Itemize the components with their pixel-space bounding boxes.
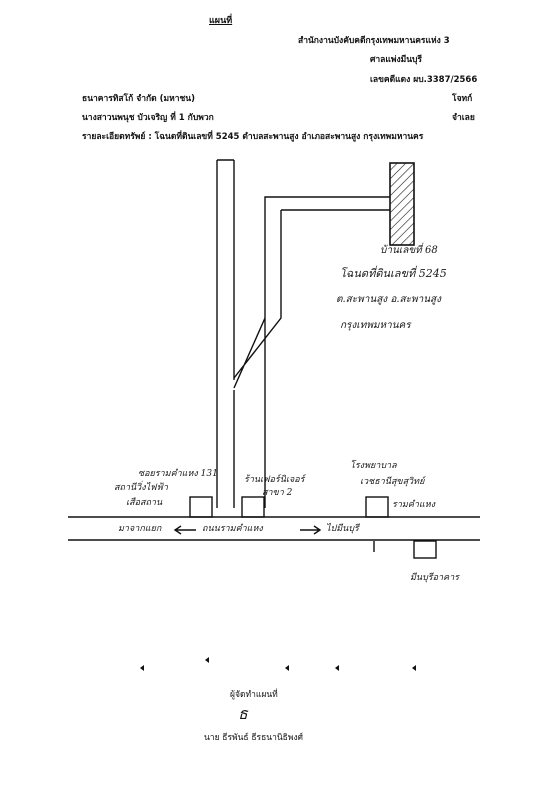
plaintiff-role: โจทก์ — [452, 94, 473, 104]
right-landmark-label-2: เวชธานีสุขสุวิทย์ — [360, 477, 425, 487]
left-landmark-label-1: ซอยรามคำแหง 131 — [138, 469, 218, 479]
branch-to-property — [264, 196, 390, 318]
right-landmark-label-1: โรงพยาบาล — [350, 461, 397, 471]
page-title: แผนที่ — [209, 16, 233, 26]
map-maker-label: ผู้จัดทำแผนที่ — [230, 690, 278, 700]
bottom-landmark-label: มีนบุรีอาคาร — [410, 573, 459, 583]
landmark-box-bottom — [413, 540, 437, 559]
defendant-name: นางสาวนพนุช บัวเจริญ ที่ 1 กับพวก — [82, 113, 214, 123]
property-details: รายละเอียดทรัพย์ : โฉนดที่ดินเลขที่ 5245… — [82, 132, 424, 142]
arrow-left — [173, 525, 196, 535]
road-label-mid: ถนนรามคำแหง — [202, 524, 263, 534]
main-lane — [216, 160, 235, 508]
left-landmark-label-2: สถานีวิ่งไฟฟ้า — [114, 483, 168, 493]
house-number-note: บ้านเลขที่ 68 — [380, 245, 438, 256]
road-label-right: ไปมีนบุรี — [326, 524, 359, 534]
main-road — [68, 516, 480, 541]
road-label-left: มาจากแยก — [118, 524, 162, 534]
landmark-box-left — [189, 496, 213, 518]
court-name: ศาลแพ่งมีนบุรี — [370, 55, 422, 65]
mid-landmark-label-2: สาขา 2 — [262, 488, 293, 498]
right-landmark-label-3: รามคำแหง — [392, 500, 436, 510]
case-number: เลขคดีแดง ผบ.3387/2566 — [370, 75, 478, 85]
map-maker-name: นาย ธีรพันธ์ ธีรธนานิธิพงศ์ — [204, 733, 303, 743]
arrow-right — [300, 525, 322, 535]
mid-landmark-label-1: ร้านเฟอร์นิเจอร์ — [244, 475, 305, 485]
target-property — [389, 162, 415, 246]
office-name: สำนักงานบังคับคดีกรุงเทพมหานครแห่ง 3 — [298, 36, 450, 46]
plaintiff-name: ธนาคารทิสโก้ จำกัด (มหาชน) — [82, 94, 195, 104]
branch-lane — [233, 210, 282, 508]
deed-number-note: โฉนดที่ดินเลขที่ 5245 — [340, 267, 447, 280]
maker-signature: ธ — [238, 704, 248, 723]
landmark-box-right — [365, 496, 389, 518]
left-landmark-label-3: เสือสถาน — [126, 498, 163, 508]
province-note: กรุงเทพมหานคร — [340, 320, 411, 331]
landmark-box-mid — [241, 496, 265, 518]
defendant-role: จำเลย — [452, 113, 475, 123]
subdistrict-note: ต.สะพานสูง อ.สะพานสูง — [336, 294, 442, 305]
